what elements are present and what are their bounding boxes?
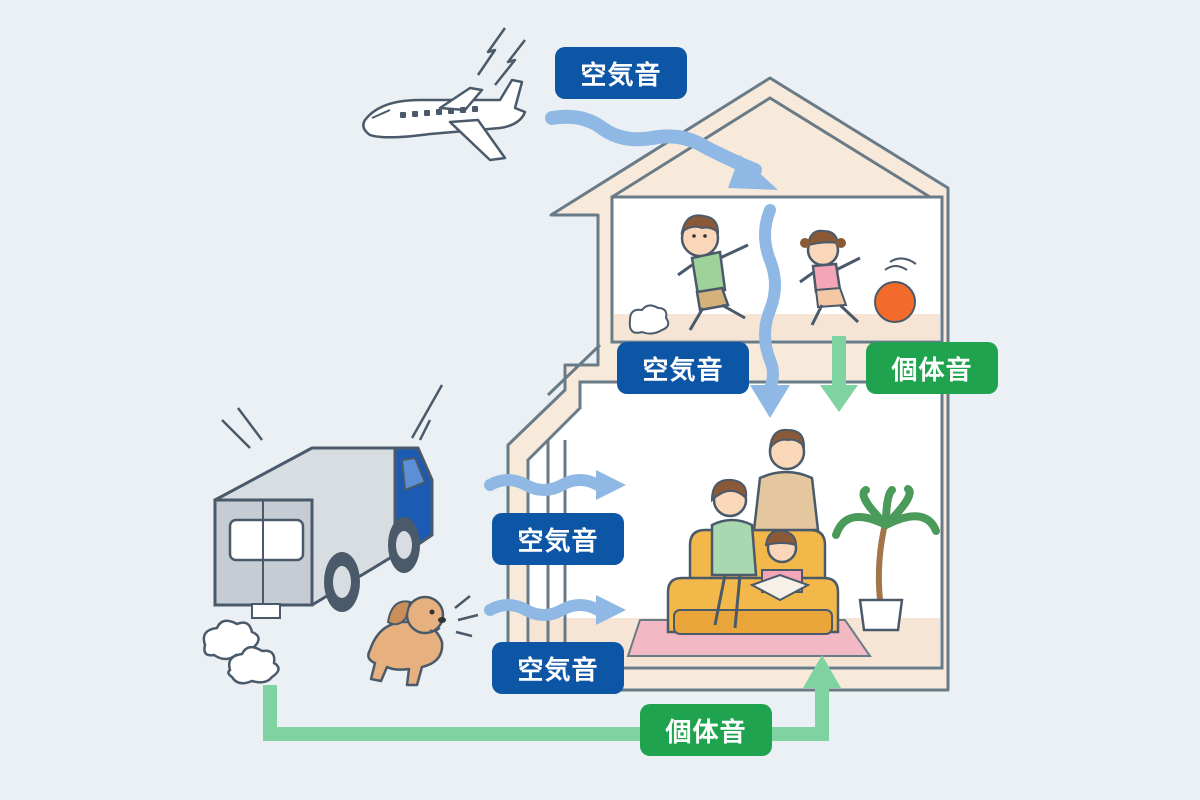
running-boy-icon [677, 214, 749, 331]
ball-icon [874, 257, 917, 323]
structure-arrow-floor [820, 336, 858, 412]
child-reading-icon [749, 529, 811, 602]
lower-room-left-roof [546, 343, 602, 397]
airborne-sound-label-dog: 空気音 [492, 642, 624, 694]
dust-cloud-icon [628, 304, 670, 335]
structure-sound-label-floor: 個体音 [866, 342, 998, 394]
airborne-sound-label-airplane: 空気音 [555, 47, 687, 99]
structure-arrow-ground [263, 655, 841, 741]
noise-lines [476, 27, 526, 86]
airborne-sound-label-truck: 空気音 [492, 513, 624, 565]
airborne-arrow-truck-upper [484, 470, 626, 500]
airborne-arrow-airplane [545, 109, 778, 190]
upper-roof-inner [611, 96, 931, 199]
airborne-arrow-floor [750, 204, 790, 418]
truck-noise-lines [221, 384, 444, 449]
structure-sound-label-ground: 個体音 [640, 704, 772, 756]
running-girl-icon [799, 229, 861, 326]
plant-icon [832, 485, 940, 632]
exhaust-cloud-icon [202, 619, 280, 685]
dog-icon [367, 595, 446, 687]
father-icon [752, 428, 820, 532]
truck-icon [213, 446, 434, 619]
airplane-icon [362, 78, 527, 162]
mother-icon [710, 478, 758, 629]
airborne-sound-label-floor: 空気音 [617, 342, 749, 394]
sofa-icon [666, 528, 840, 635]
airborne-arrow-truck-lower [484, 595, 626, 625]
dog-bark-lines [454, 595, 479, 638]
